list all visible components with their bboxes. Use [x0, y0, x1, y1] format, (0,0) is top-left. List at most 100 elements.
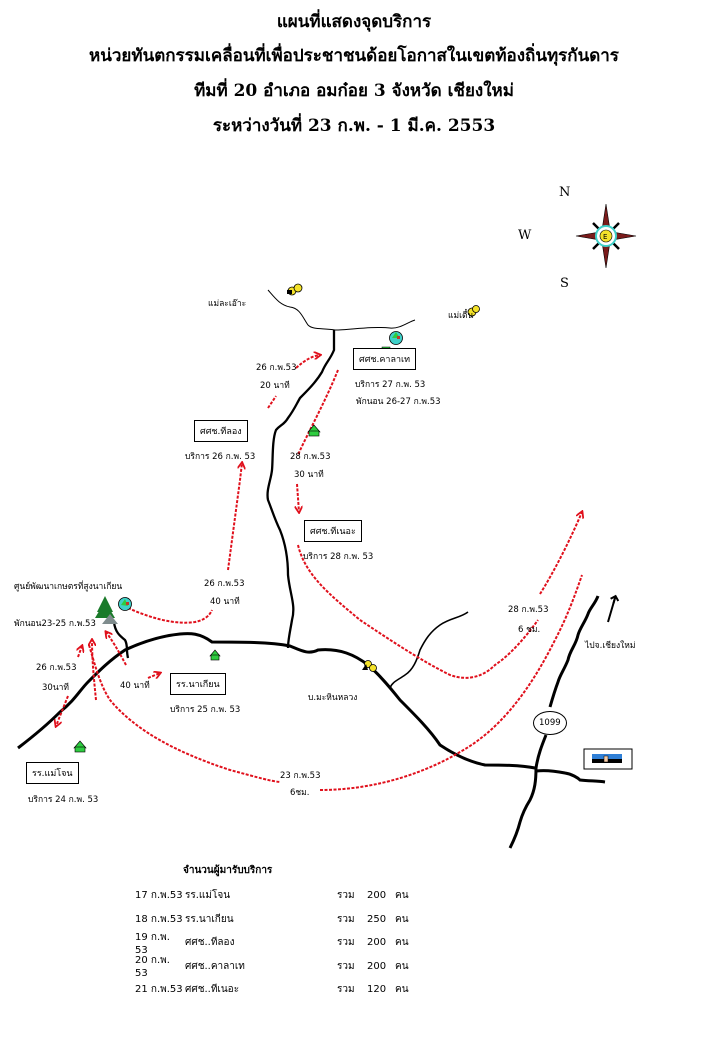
- leg-duration-5: 40 นาที: [120, 681, 150, 691]
- summary-unit: คน: [395, 984, 409, 996]
- summary-place: รร.แม่โจน: [185, 890, 231, 902]
- summary-row: 21 ก.พ.53 ศศช..ทีเนอะ รวม 120 คน: [135, 978, 409, 1002]
- summary-total-label: รวม: [337, 890, 355, 902]
- compass-south-label: S: [560, 276, 569, 291]
- leg-date-4: 26 ก.พ.53: [36, 663, 77, 673]
- leg-date-1: 26 ก.พ.53: [256, 363, 297, 373]
- summary-unit: คน: [395, 913, 409, 925]
- tree-icon-center: [95, 596, 118, 624]
- route-kasalet-to-tinoe-b: [297, 483, 299, 512]
- village-icon-mae-la-oa: [287, 283, 303, 296]
- summary-total-label: รวม: [337, 937, 355, 949]
- road-north-south: [266, 330, 336, 649]
- leg-duration-6: 6ชม.: [290, 788, 310, 798]
- summary-unit: คน: [395, 937, 409, 949]
- summary-count: 120: [367, 984, 387, 996]
- route-tilong-to-kasalet-a: [267, 395, 277, 409]
- summary-row: 19 ก.พ. 53 ศศช..ทีลอง รวม 200 คน: [135, 931, 409, 956]
- summary-unit: คน: [395, 960, 409, 972]
- summary-heading: จำนวนผู้มารับบริการ: [183, 865, 273, 876]
- route-center-to-tilong-b: [227, 463, 242, 571]
- site-box-tilong: ศศช.ทีลอง: [194, 420, 248, 442]
- school-icon-mae-chon: [73, 740, 87, 753]
- summary-unit: คน: [395, 890, 409, 902]
- route-na-kian-arrow: [147, 673, 160, 678]
- route-city-to-tinoe-top: [539, 512, 582, 595]
- summary-total-label: รวม: [337, 960, 355, 972]
- map-subtitle-team: ทีมที่ 20 อำเภอ อมก๋อย 3 จังหวัด เชียงให…: [194, 81, 514, 101]
- summary-row: 18 ก.พ.53 รร.นาเกียน รวม 250 คน: [135, 908, 409, 932]
- summary-row: 20 ก.พ. 53 ศศช..คาลาเท รวม 200 คน: [135, 955, 409, 979]
- map-subtitle-dates: ระหว่างวันที่ 23 ก.พ. - 1 มี.ค. 2553: [212, 116, 496, 136]
- compass-west-label: W: [518, 228, 532, 243]
- site-box-na-kian: รร.นาเกียน: [170, 673, 226, 695]
- leg-date-6: 23 ก.พ.53: [280, 771, 321, 781]
- site-service-tilong: บริการ 26 ก.พ. 53: [185, 452, 256, 462]
- village-label-mae-la-oa: แม่ละเอ๊าะ: [208, 299, 247, 309]
- road-branch-east: [389, 611, 469, 689]
- leg-duration-3: 40 นาที: [210, 597, 240, 607]
- village-icon-ma-hin-luang: [362, 660, 377, 672]
- site-name-center: ศูนย์พัฒนาเกษตรที่สูงนาเกียน: [14, 582, 123, 592]
- village-label-mae-tuen: แม่เตื๋น: [448, 311, 474, 321]
- road-east-west: [17, 632, 536, 770]
- site-service-tinoe: บริการ 28 ก.พ. 53: [303, 552, 374, 562]
- site-box-mae-chon: รร.แม่โจน: [26, 762, 79, 784]
- compass-rose-icon: E: [575, 203, 637, 269]
- travel-routes: [56, 355, 583, 791]
- leg-duration-4: 30นาที: [42, 683, 70, 693]
- road-1099: [508, 595, 600, 849]
- compass-north-label: N: [559, 185, 571, 200]
- site-service-na-kian: บริการ 25 ก.พ. 53: [170, 705, 241, 715]
- route-tinoe-to-city: [297, 544, 539, 679]
- site-stay-center: พักนอน23-25 ก.พ.53: [14, 619, 96, 629]
- summary-count: 250: [367, 913, 387, 925]
- summary-date: 21 ก.พ.53: [135, 984, 183, 996]
- summary-count: 200: [367, 937, 387, 949]
- route-mae-chon-to-center: [78, 646, 82, 658]
- leg-date-7: 28 ก.พ.53: [508, 605, 549, 615]
- dental-clinic-icon-center: [118, 597, 132, 611]
- summary-count: 200: [367, 960, 387, 972]
- svg-text:E: E: [603, 233, 607, 241]
- school-icon-na-kian: [209, 649, 221, 661]
- summary-place: รร.นาเกียน: [185, 913, 234, 925]
- summary-total-label: รวม: [337, 913, 355, 925]
- route-center-north-arrow: [92, 640, 97, 701]
- route-city-to-center-b: [319, 574, 583, 791]
- summary-place: ศศช..ทีลอง: [185, 937, 235, 949]
- summary-date: 17 ก.พ.53: [135, 890, 183, 902]
- route-city-to-center: [88, 644, 281, 783]
- school-icon-tinoe-hut: [307, 424, 321, 437]
- summary-date: 18 ก.พ.53: [135, 913, 183, 925]
- leg-date-3: 26 ก.พ.53: [204, 579, 245, 589]
- leg-duration-7: 6 ชม.: [518, 625, 541, 635]
- map-title: แผนที่แสดงจุดบริการ: [276, 12, 432, 32]
- site-box-tinoe: ศศช.ทีเนอะ: [304, 520, 362, 542]
- route-kasalet-to-tinoe-a: [297, 369, 339, 456]
- summary-date: 19 ก.พ. 53: [135, 931, 170, 956]
- summary-total-label: รวม: [337, 984, 355, 996]
- leg-date-2: 28 ก.พ.53: [290, 452, 331, 462]
- road-branch-center: [112, 621, 130, 659]
- mobile-unit-vehicle-icon: [583, 748, 633, 770]
- site-box-kasalet: ศศช.คาลาเท: [353, 348, 417, 370]
- site-service-mae-chon: บริการ 24 ก.พ. 53: [28, 795, 99, 805]
- leg-duration-1: 20 นาที: [260, 381, 290, 391]
- road-number-badge: 1099: [533, 711, 567, 735]
- summary-count: 200: [367, 890, 387, 902]
- map-subtitle-unit: หน่วยทันตกรรมเคลื่อนที่เพื่อประชาชนด้อยโ…: [89, 46, 619, 66]
- summary-place: ศศช..คาลาเท: [185, 960, 245, 972]
- site-stay-kasalet: พักนอน 26-27 ก.พ.53: [356, 397, 441, 407]
- village-label-ma-hin-luang: บ.มะหินหลวง: [308, 693, 358, 703]
- north-direction-arrow: [607, 594, 620, 623]
- road-east-spur: [535, 769, 606, 784]
- leg-duration-2: 30 นาที: [294, 470, 324, 480]
- summary-date: 20 ก.พ. 53: [135, 955, 170, 980]
- site-service-kasalet: บริการ 27 ก.พ. 53: [355, 380, 426, 390]
- service-summary: จำนวนผู้มารับบริการ 17 ก.พ.53 รร.แม่โจน …: [135, 863, 409, 1002]
- route-tilong-to-kasalet-b: [295, 355, 320, 369]
- road-destination-label: ไปจ.เชียงใหม่: [585, 641, 636, 651]
- summary-row: 17 ก.พ.53 รร.แม่โจน รวม 200 คน: [135, 884, 409, 908]
